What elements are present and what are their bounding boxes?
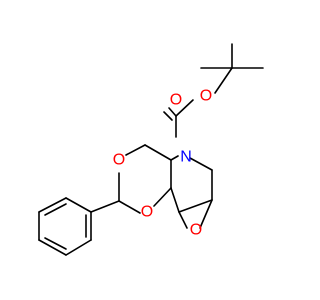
- dioxane-ring: [118, 144, 172, 214]
- piperidine-ring: [170, 155, 213, 213]
- atom-oxygen-dioxane-left: O: [113, 152, 125, 169]
- bond-n-to-ch2: [189, 157, 213, 171]
- bond-epoxide-c2-o: [199, 199, 213, 229]
- bond-phenyl-5: [65, 239, 92, 256]
- bond-tbu-to-oxygen: [214, 67, 233, 94]
- bond-epoxide-c-to-ring-fusion: [170, 187, 180, 213]
- bond-phenyl-1: [65, 197, 92, 213]
- epoxide-ring: [178, 199, 213, 229]
- bond-ester-o-carbonyl-c: [175, 99, 194, 117]
- bond-phenyl-aromatic-a: [44, 203, 67, 216]
- carbamate-group: [163, 99, 194, 138]
- bond-o-right-to-fusion: [153, 187, 172, 207]
- bond-phenyl-aromatic-b: [44, 237, 67, 250]
- atom-nitrogen: N: [180, 149, 192, 166]
- atom-oxygen-carbonyl: O: [170, 92, 182, 109]
- bond-ch2-to-o-left: [125, 144, 146, 156]
- bond-phenyl-4: [38, 239, 67, 256]
- molecule-canvas: O O N O O O: [38, 43, 264, 256]
- bond-phenyl-2: [38, 197, 67, 213]
- bond-fusion-to-n: [170, 155, 179, 161]
- phenyl-ring: [38, 197, 120, 256]
- atom-oxygen-dioxane-right: O: [141, 204, 153, 221]
- bond-acetal-to-phenyl: [90, 200, 120, 213]
- atom-oxygen-epoxide: O: [190, 222, 202, 239]
- bond-fusion-to-ch2: [144, 144, 172, 161]
- bond-carbonyl-double-a: [168, 107, 177, 117]
- atom-oxygen-ester: O: [200, 88, 212, 105]
- structure-diagram: O O N O O O: [38, 43, 264, 256]
- bond-acetal-c-to-o-right: [118, 200, 141, 214]
- bond-epoxide-c-c: [178, 199, 213, 213]
- bond-epoxide-c1-o: [178, 211, 188, 229]
- tert-butyl-group: [200, 43, 264, 94]
- bond-carbonyl-double-b: [163, 111, 173, 121]
